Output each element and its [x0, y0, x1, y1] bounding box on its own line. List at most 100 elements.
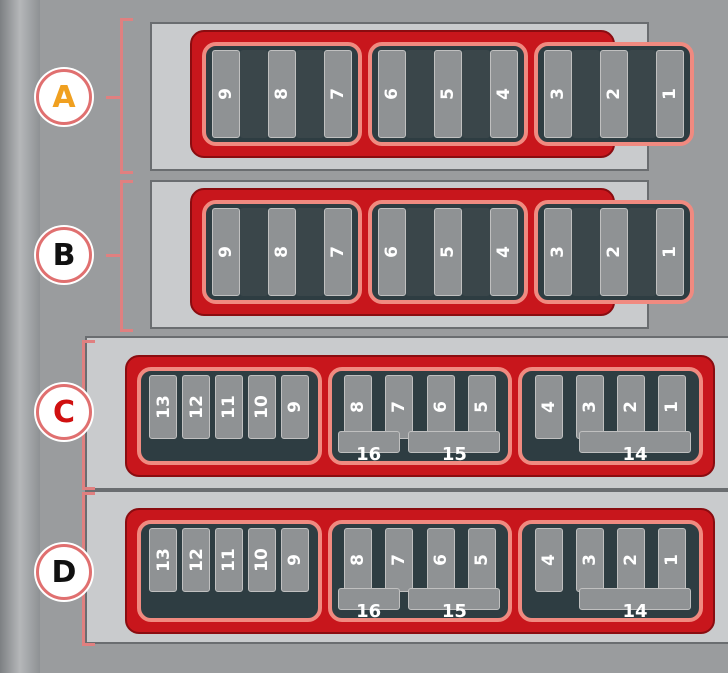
- fuse-8[interactable]: 8: [268, 50, 296, 138]
- fuse-7[interactable]: 7: [385, 375, 414, 439]
- fuse-5[interactable]: 5: [467, 528, 496, 592]
- fuse-10[interactable]: 10: [248, 528, 277, 592]
- fuse-number: 12: [186, 395, 207, 419]
- row-label-b: B: [36, 227, 92, 283]
- fuse-number: 14: [622, 601, 648, 622]
- fuse-2[interactable]: 2: [600, 208, 628, 296]
- row-label-d: D: [36, 544, 92, 600]
- fuse-11[interactable]: 11: [215, 375, 244, 439]
- fuse-3[interactable]: 3: [576, 528, 605, 592]
- fuse-14[interactable]: 14: [579, 588, 692, 621]
- fuse-number: 9: [285, 401, 306, 413]
- fuse-6[interactable]: 6: [426, 528, 455, 592]
- fuse-9[interactable]: 9: [212, 208, 240, 296]
- fuse-number: 11: [219, 395, 240, 419]
- fuse-6[interactable]: 6: [378, 208, 406, 296]
- fuse-5[interactable]: 5: [434, 208, 462, 296]
- fuse-slot-empty: [628, 208, 656, 296]
- fuse-group: 8 7 6 5 16 15: [327, 520, 513, 622]
- fuse-slot-empty: [462, 208, 490, 296]
- fuse-number: 8: [272, 88, 292, 100]
- fuse-slot-empty: [572, 50, 600, 138]
- fuse-number: 16: [356, 601, 382, 622]
- fuse-5[interactable]: 5: [467, 375, 496, 439]
- fuse-slot-empty: [462, 50, 490, 138]
- fuse-15[interactable]: 15: [408, 431, 501, 464]
- fuse-9[interactable]: 9: [281, 528, 310, 592]
- fuse-number: 3: [548, 246, 568, 258]
- fuse-11[interactable]: 11: [215, 528, 244, 592]
- fuse-number: 2: [604, 246, 624, 258]
- fuse-number: 6: [430, 401, 451, 413]
- fuse-slot-empty: [296, 50, 324, 138]
- fuse-4[interactable]: 4: [534, 528, 563, 592]
- bracket-a: [120, 18, 133, 174]
- fuse-5[interactable]: 5: [434, 50, 462, 138]
- row-label-a: A: [36, 69, 92, 125]
- fuse-number: 7: [328, 246, 348, 258]
- fuse-12[interactable]: 12: [182, 375, 211, 439]
- fuse-number: 3: [580, 554, 601, 566]
- fuse-number: 1: [662, 554, 683, 566]
- fuse-6[interactable]: 6: [426, 375, 455, 439]
- fuse-2[interactable]: 2: [617, 528, 646, 592]
- fuse-2[interactable]: 2: [600, 50, 628, 138]
- fuse-group: 4 3 2 1 14: [518, 520, 704, 622]
- fuse-8[interactable]: 8: [268, 208, 296, 296]
- fuse-7[interactable]: 7: [324, 50, 352, 138]
- fuse-slot-empty: [240, 50, 268, 138]
- fuse-16[interactable]: 16: [337, 588, 400, 621]
- fuse-holder-b: 9 8 7 6 5 4 3 2 1: [190, 188, 694, 316]
- fuse-3[interactable]: 3: [576, 375, 605, 439]
- fuse-3[interactable]: 3: [544, 50, 572, 138]
- fuse-number: 2: [621, 554, 642, 566]
- fuse-10[interactable]: 10: [248, 375, 277, 439]
- fuse-1[interactable]: 1: [656, 208, 684, 296]
- fuse-number: 5: [438, 246, 458, 258]
- fuse-16[interactable]: 16: [337, 431, 400, 464]
- fuse-number: 4: [494, 88, 514, 100]
- fuse-13[interactable]: 13: [149, 375, 178, 439]
- fuse-2[interactable]: 2: [617, 375, 646, 439]
- fuse-number: 6: [430, 554, 451, 566]
- fuse-7[interactable]: 7: [385, 528, 414, 592]
- fuse-group: 3 2 1: [534, 200, 694, 304]
- fuse-6[interactable]: 6: [378, 50, 406, 138]
- fuse-9[interactable]: 9: [281, 375, 310, 439]
- fuse-number: 7: [389, 554, 410, 566]
- fuse-7[interactable]: 7: [324, 208, 352, 296]
- fuse-group: 9 8 7: [202, 200, 362, 304]
- fuse-4[interactable]: 4: [490, 208, 518, 296]
- fuse-number: 1: [662, 401, 683, 413]
- fuse-3[interactable]: 3: [544, 208, 572, 296]
- bracket-b: [120, 180, 133, 332]
- fuse-13[interactable]: 13: [149, 528, 178, 592]
- fuse-1[interactable]: 1: [658, 375, 687, 439]
- fuse-group: 13 12 11 10 9: [137, 367, 322, 465]
- fuse-9[interactable]: 9: [212, 50, 240, 138]
- fuse-number: 12: [186, 548, 207, 572]
- fuse-1[interactable]: 1: [656, 50, 684, 138]
- fuse-number: 9: [216, 246, 236, 258]
- row-label-c: C: [36, 384, 92, 440]
- fuse-15[interactable]: 15: [408, 588, 501, 621]
- fuse-4[interactable]: 4: [534, 375, 563, 439]
- fuse-number: 14: [622, 444, 648, 465]
- bracket-tick: [106, 96, 120, 99]
- fuse-12[interactable]: 12: [182, 528, 211, 592]
- fuse-8[interactable]: 8: [344, 528, 373, 592]
- fuse-number: 4: [538, 554, 559, 566]
- fuse-8[interactable]: 8: [344, 375, 373, 439]
- fuse-slot-empty: [628, 50, 656, 138]
- fuse-14[interactable]: 14: [579, 431, 692, 464]
- fuse-number: 1: [660, 88, 680, 100]
- fuse-number: 10: [252, 548, 273, 572]
- fuse-1[interactable]: 1: [658, 528, 687, 592]
- bracket-tick: [106, 254, 120, 257]
- fuse-4[interactable]: 4: [490, 50, 518, 138]
